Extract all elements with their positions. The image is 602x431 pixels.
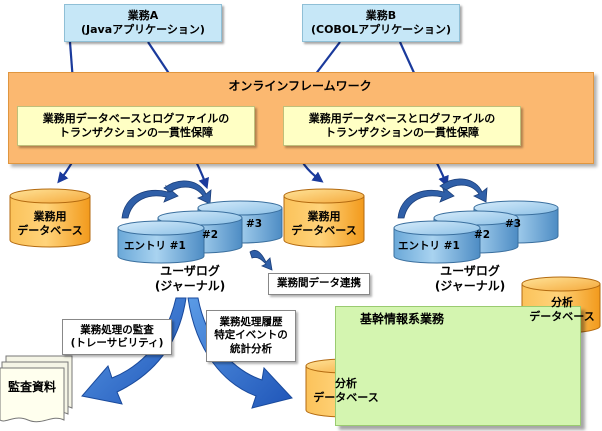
app-a-title: 業務A: [127, 9, 159, 23]
app-b-title: 業務B: [365, 9, 397, 23]
app-b-box: 業務B (COBOLアプリケーション): [302, 4, 460, 42]
app-a-subtitle: (Javaアプリケーション): [81, 23, 205, 36]
log-left-entry-3: #3: [246, 218, 263, 230]
transaction-left-label: 業務用データベースとログファイルの トランザクションの一貫性保障: [42, 112, 230, 139]
log-left-entry-1: エントリ #1: [124, 240, 186, 252]
core-system-title: 基幹情報系業務: [360, 312, 445, 326]
app-a-label: 業務A (Javaアプリケーション): [81, 9, 205, 37]
transaction-box-left: 業務用データベースとログファイルの トランザクションの一貫性保障: [17, 106, 255, 146]
analysis-db-top-label: 分析 データベース: [529, 296, 595, 323]
log-left-entry-2: #2: [202, 229, 219, 241]
log-right-entry-3: #3: [505, 218, 522, 230]
business-db-left-label: 業務用 データベース: [17, 210, 83, 237]
transaction-right-label: 業務用データベースとログファイルの トランザクションの一貫性保障: [308, 112, 496, 139]
log-right-entry-2: #2: [474, 229, 491, 241]
inter-business-arrow: [249, 250, 273, 271]
user-log-right-label: ユーザログ (ジャーナル): [434, 264, 506, 293]
business-db-right-label: 業務用 データベース: [291, 210, 357, 237]
app-b-subtitle: (COBOLアプリケーション): [310, 23, 451, 36]
log-right-entry-1-cylinder: [393, 220, 481, 264]
history-note: 業務処理履歴 特定イベントの 統計分析: [206, 310, 296, 362]
online-framework-title: オンラインフレームワーク: [228, 79, 372, 93]
log-left-entry-1-cylinder: [117, 220, 205, 264]
audit-docs-label: 監査資料: [8, 380, 57, 394]
business-db-left-cylinder: [9, 188, 91, 248]
app-b-label: 業務B (COBOLアプリケーション): [311, 9, 451, 37]
inter-business-note: 業務間データ連携: [268, 273, 370, 295]
core-system-box: [335, 306, 581, 426]
document-stack-icon: [0, 355, 73, 423]
business-db-right-cylinder: [283, 188, 365, 248]
app-a-box: 業務A (Javaアプリケーション): [64, 4, 222, 42]
log-cycle-arrows: [121, 178, 488, 219]
transaction-box-right: 業務用データベースとログファイルの トランザクションの一貫性保障: [283, 106, 521, 146]
log-right-entry-1: エントリ #1: [398, 240, 460, 252]
analysis-db-bottom-label: 分析 データベース: [313, 377, 379, 404]
audit-note: 業務処理の監査 (トレーサビリティ): [62, 319, 172, 355]
user-log-left-label: ユーザログ (ジャーナル): [154, 264, 226, 293]
